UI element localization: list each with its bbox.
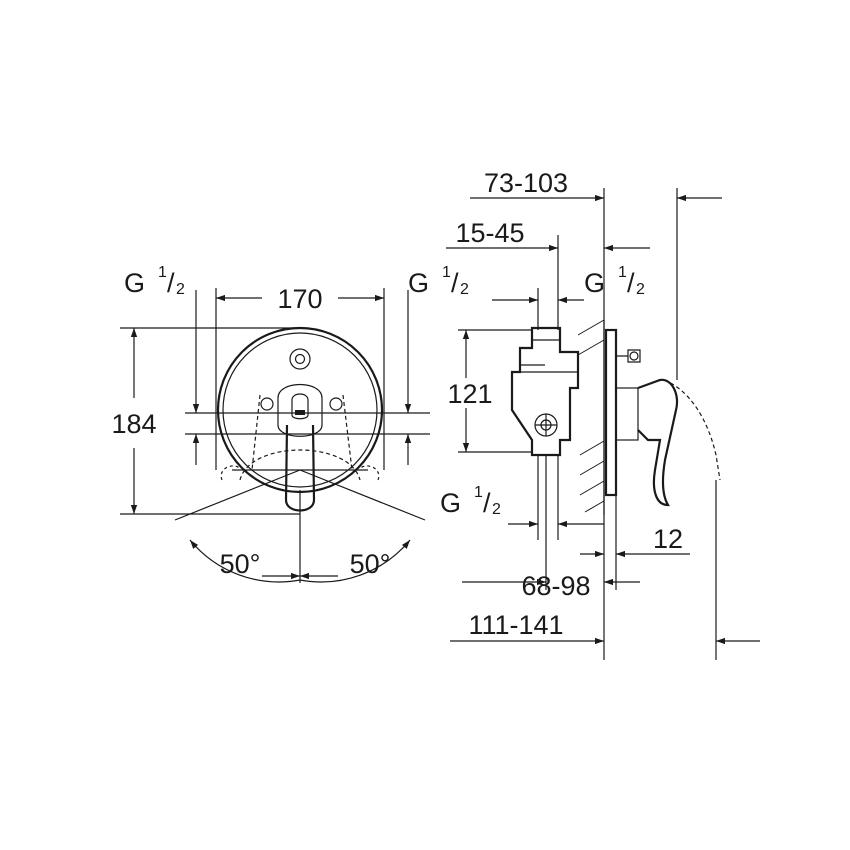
hidden-body-lines [239, 394, 361, 481]
dim111-label: 111-141 [468, 610, 563, 640]
thread-right-den: 2 [460, 281, 469, 298]
angle-left-arc [189, 539, 301, 583]
dim15-label: 15-45 [455, 218, 524, 248]
thread-bottom-num: 1 [474, 484, 483, 501]
angle-left-ray [174, 469, 301, 521]
valve-body-upper-lines [520, 364, 578, 373]
diverter-knob-core [294, 353, 306, 365]
height-dim-label: 184 [111, 409, 156, 439]
thread-left-letter: G [124, 268, 145, 298]
wall-hatching [577, 319, 605, 513]
thread-left-slash: / [167, 268, 175, 298]
side-cartridge [615, 387, 639, 441]
thread-left-num: 1 [158, 264, 167, 281]
left-boss [260, 397, 274, 411]
thread-left-den: 2 [176, 281, 185, 298]
thread-bottom-slash: / [483, 488, 491, 518]
side-lever [637, 378, 679, 507]
angle-ghost-right [359, 465, 380, 481]
thread-top-letter: G [584, 268, 605, 298]
faceplate-inner-ring [222, 332, 378, 488]
dim121-label: 121 [447, 379, 492, 409]
thread-bottom-letter: G [440, 488, 461, 518]
angle-right-ray [299, 469, 426, 521]
angle-right-arc [299, 539, 411, 583]
thread-right-num: 1 [442, 264, 451, 281]
cartridge-housing [277, 384, 323, 437]
thread-right-slash: / [451, 268, 459, 298]
side-view: 73-103 15-45 G 1 / 2 121 G 1 / 2 [440, 168, 760, 660]
thread-right-letter: G [408, 268, 429, 298]
dim12-label: 12 [653, 524, 683, 554]
thread-top-den: 2 [636, 281, 645, 298]
thread-bottom-den: 2 [492, 501, 501, 518]
lever-handle-cap [291, 393, 309, 420]
angle-left-label: 50° [220, 549, 261, 579]
front-view: 170 184 G 1 / 2 G 1 / 2 50° 50° [111, 264, 469, 583]
side-diverter [616, 349, 641, 363]
diverter-knob [289, 348, 311, 370]
side-faceplate [604, 328, 618, 497]
valve-body [510, 326, 580, 457]
dim73-label: 73-103 [484, 168, 568, 198]
dim68-label: 68-98 [521, 571, 590, 601]
side-lever-ghost [663, 379, 721, 481]
thread-top-slash: / [627, 268, 635, 298]
right-boss [329, 397, 343, 411]
angle-ghost-left [220, 465, 241, 481]
width-dim-label: 170 [277, 284, 322, 314]
thread-top-num: 1 [618, 264, 627, 281]
angle-right-label: 50° [350, 549, 391, 579]
